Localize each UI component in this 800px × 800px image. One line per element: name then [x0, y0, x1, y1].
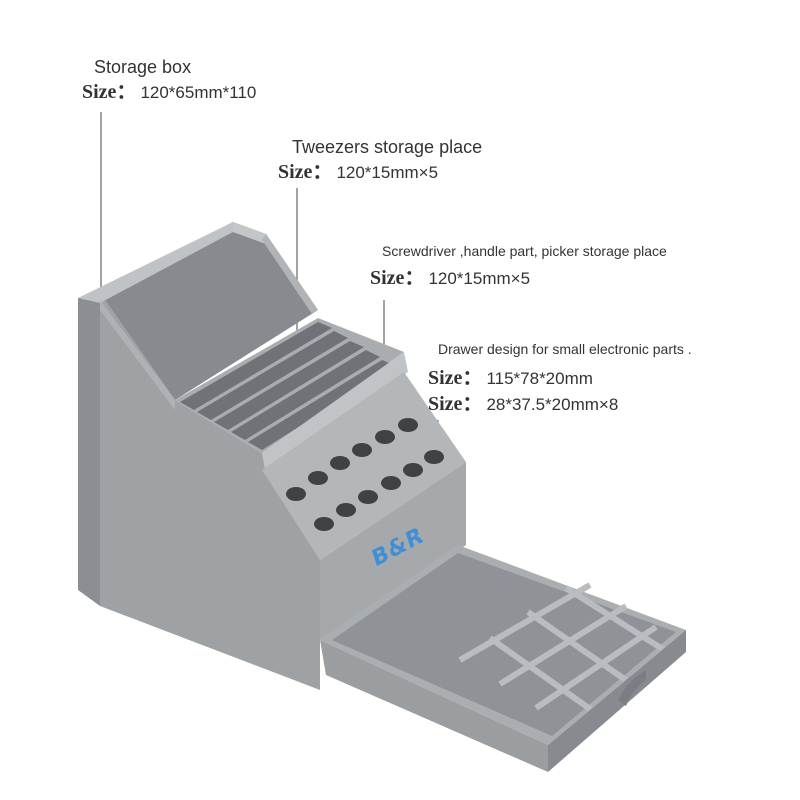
tweezers-front-lip [262, 352, 408, 470]
hole [330, 456, 350, 470]
screwdriver-holes [286, 418, 444, 531]
tweezers-slots [180, 322, 396, 450]
hole [403, 463, 423, 477]
size-row: Size： 115*78*20mm [428, 368, 692, 388]
hole [398, 418, 418, 432]
tweezers-slot [180, 322, 332, 410]
hole [336, 503, 356, 517]
size-row: Size： 120*15mm×5 [278, 162, 482, 182]
callout-title: Tweezers storage place [292, 137, 483, 157]
size-value: 120*65mm*110 [140, 83, 257, 102]
drawer-divider [488, 635, 602, 719]
tweezers-slot [214, 341, 364, 430]
drawer-right-face [548, 630, 686, 772]
storage-box-front-edge [100, 300, 175, 410]
storage-box-rim-back [233, 222, 266, 244]
callout-title: Storage box [94, 57, 192, 77]
storage-box-rim-right [262, 234, 318, 314]
drawer-pull-notch [618, 670, 646, 706]
size-value: 120*15mm×5 [428, 269, 531, 288]
size-label: Size： [370, 267, 425, 289]
hole [381, 476, 401, 490]
hole [375, 430, 395, 444]
drawer-divider [564, 585, 674, 658]
hole [308, 471, 328, 485]
size-label: Size： [428, 367, 483, 389]
drawer-dividers [458, 582, 674, 719]
callout-title: Screwdriver ,handle part, picker storage… [382, 243, 667, 259]
drawer-divider [498, 603, 628, 687]
drawer-divider [534, 624, 658, 711]
drawer-divider [526, 609, 642, 693]
size-label: Size： [428, 393, 483, 415]
hole [314, 517, 334, 531]
tweezers-slot [197, 331, 348, 420]
body-front-face [320, 462, 466, 640]
body-side-face [100, 293, 320, 690]
hole [352, 443, 372, 457]
size-value: 120*15mm×5 [336, 163, 439, 182]
size-label: Size： [278, 161, 333, 183]
size-row: Size： 28*37.5*20mm×8 [428, 394, 692, 414]
hole [286, 487, 306, 501]
tweezers-slot [248, 360, 396, 450]
size-value: 28*37.5*20mm×8 [486, 395, 619, 414]
callout-tweezers: Tweezers storage place Size： 120*15mm×5 [278, 138, 482, 182]
hole [424, 450, 444, 464]
storage-box-rim-left [78, 222, 233, 303]
callout-storage-box: Storage box Size： 120*65mm*110 [82, 58, 256, 102]
callout-drawer: Drawer design for small electronic parts… [428, 342, 692, 414]
callout-screwdriver: Screwdriver ,handle part, picker storage… [370, 244, 667, 288]
body-left-edge [78, 293, 100, 606]
hole [358, 490, 378, 504]
drawer-front-face [320, 640, 548, 772]
size-row: Size： 120*15mm×5 [370, 268, 667, 288]
tweezers-slot [231, 350, 380, 440]
hole-block-top [262, 372, 466, 560]
callout-title: Drawer design for small electronic parts… [438, 341, 692, 357]
size-label: Size： [82, 81, 137, 103]
drawer-divider [458, 582, 592, 663]
size-row: Size： 120*65mm*110 [82, 82, 256, 102]
size-value: 115*78*20mm [486, 369, 593, 388]
